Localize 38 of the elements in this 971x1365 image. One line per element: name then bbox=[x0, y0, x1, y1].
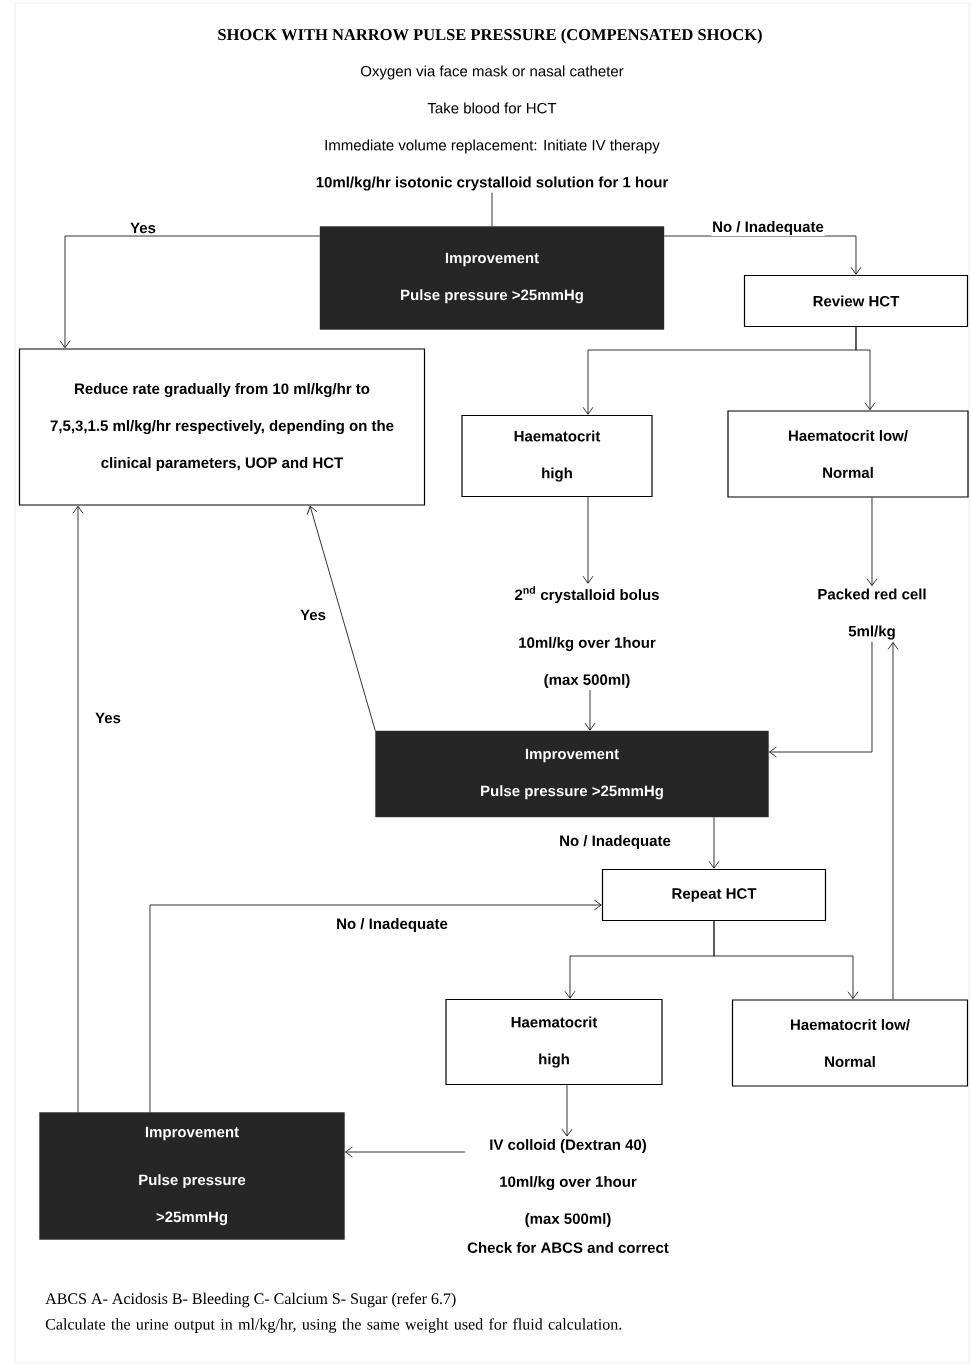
edge-label: Yes bbox=[299, 608, 327, 622]
process-box: Haematocrit high bbox=[445, 998, 663, 1086]
process-box: Haematocrit low/ Normal bbox=[727, 410, 969, 498]
process-box: Repeat HCT bbox=[601, 868, 827, 922]
decision-box: Improvement Pulse pressure >25mmHg bbox=[39, 1112, 345, 1240]
decision-box: Improvement Pulse pressure >25mmHg bbox=[319, 226, 665, 330]
edge-label: No / Inadequate bbox=[558, 834, 672, 850]
arrow bbox=[713, 920, 859, 1000]
process-box: Reduce rate gradually from 10 ml/kg/hr to 7,5,3,1.5 ml/kg/hr respectively, depending on the clinical parameters, UOP and HCT bbox=[18, 348, 426, 506]
arrow bbox=[663, 235, 862, 275]
edge-label: No / Inadequate bbox=[711, 220, 825, 236]
process-box: Haematocrit high bbox=[461, 414, 653, 498]
step-text: $\text{2}^{\text{nd}}\text{ crystalloid bolus}$ 10ml/kg over 1hour (max 500ml) bbox=[515, 586, 659, 688]
arrow bbox=[708, 816, 720, 869]
edge-label: Yes bbox=[129, 221, 157, 235]
arrow bbox=[59, 235, 321, 349]
arrow bbox=[561, 1084, 573, 1137]
edge-label: Yes bbox=[94, 711, 122, 725]
arrow bbox=[306, 505, 376, 732]
arrow bbox=[149, 899, 602, 1113]
step-text: Oxygen via face mask or nasal catheter Take blood for HCT Immediate volume replacement: Initiate IV therapy 10ml/kg/hr isotonic crystalloid solution for 1 hour bbox=[316, 65, 669, 191]
arrow bbox=[866, 497, 878, 586]
arrow bbox=[72, 505, 84, 1113]
arrow bbox=[584, 689, 596, 731]
step-text: IV colloid (Dextran 40) 10ml/kg over 1hour (max 500ml) Check for ABCS and correct bbox=[467, 1139, 669, 1253]
title: SHOCK WITH NARROW PULSE PRESSURE (COMPENSATED SHOCK) bbox=[218, 28, 762, 44]
note: ABCS A- Acidosis B- Bleeding C- Calcium S- Sugar (refer 6.7) bbox=[45, 1292, 456, 1308]
arrow bbox=[582, 496, 594, 584]
arrow bbox=[887, 642, 899, 1000]
note: Calculate the urine output in ml/kg/hr, using the same weight used for fluid calculation. bbox=[45, 1318, 622, 1333]
arrow bbox=[345, 1146, 466, 1158]
process-box: Haematocrit low/ Normal bbox=[731, 999, 969, 1087]
edge-label: No / Inadequate bbox=[335, 917, 449, 933]
step-text: Packed red cell 5ml/kg bbox=[818, 588, 926, 640]
process-box: Review HCT bbox=[743, 274, 969, 328]
arrow bbox=[855, 326, 876, 411]
decision-box: Improvement Pulse pressure >25mmHg bbox=[375, 730, 769, 818]
arrow bbox=[769, 641, 873, 758]
